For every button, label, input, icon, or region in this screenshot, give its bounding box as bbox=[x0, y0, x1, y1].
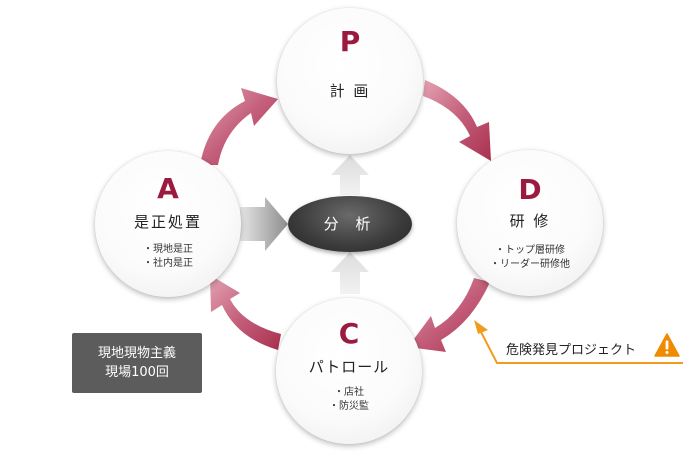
policy-note-line: 現場100回 bbox=[105, 365, 169, 380]
check-items: ・店社 ・防災監 bbox=[276, 386, 422, 414]
do-letter: D bbox=[518, 173, 542, 206]
policy-note-line: 現地現物主義 bbox=[97, 346, 176, 361]
act-item: ・現地是正 bbox=[143, 244, 193, 255]
check-item: ・防災監 bbox=[329, 401, 369, 412]
risk-feedback-arrow bbox=[479, 329, 683, 364]
analysis-to-plan-arrow bbox=[331, 155, 369, 195]
plan-letter: P bbox=[339, 25, 361, 58]
do-item: ・リーダー研修他 bbox=[490, 259, 570, 270]
do-items: ・トップ層研修 ・リーダー研修他 bbox=[457, 244, 603, 272]
act-title: 是正処置 bbox=[133, 213, 202, 231]
check-letter: C bbox=[338, 317, 360, 350]
cycle-arrow-check-to-act bbox=[210, 275, 281, 350]
check-to-analysis-arrow bbox=[331, 252, 369, 294]
risk-feedback-arrowhead bbox=[474, 320, 488, 334]
act-item: ・社内是正 bbox=[143, 258, 193, 269]
cycle-arrow-do-to-check bbox=[408, 278, 490, 352]
check-circle: C パトロール ・店社 ・防災監 bbox=[276, 298, 422, 444]
act-letter: A bbox=[157, 172, 179, 205]
plan-title: 計 画 bbox=[329, 82, 371, 100]
check-item: ・店社 bbox=[334, 387, 364, 398]
plan-circle: P 計 画 bbox=[277, 8, 423, 154]
do-title: 研 修 bbox=[509, 212, 551, 230]
do-circle: D 研 修 ・トップ層研修 ・リーダー研修他 bbox=[457, 150, 603, 296]
act-items: ・現地是正 ・社内是正 bbox=[95, 243, 241, 271]
check-title: パトロール bbox=[308, 358, 390, 376]
act-to-analysis-arrow bbox=[240, 197, 288, 251]
cycle-arrow-act-to-plan bbox=[200, 88, 278, 165]
act-circle: A 是正処置 ・現地是正 ・社内是正 bbox=[95, 151, 241, 297]
warning-icon bbox=[654, 333, 680, 357]
cycle-arrow-plan-to-do bbox=[423, 80, 491, 161]
policy-note-box: 現地現物主義 現場100回 bbox=[72, 333, 202, 393]
analysis-ellipse: 分 析 bbox=[288, 196, 412, 252]
do-item: ・トップ層研修 bbox=[495, 245, 565, 256]
risk-project-label: 危険発見プロジェクト bbox=[506, 343, 637, 358]
